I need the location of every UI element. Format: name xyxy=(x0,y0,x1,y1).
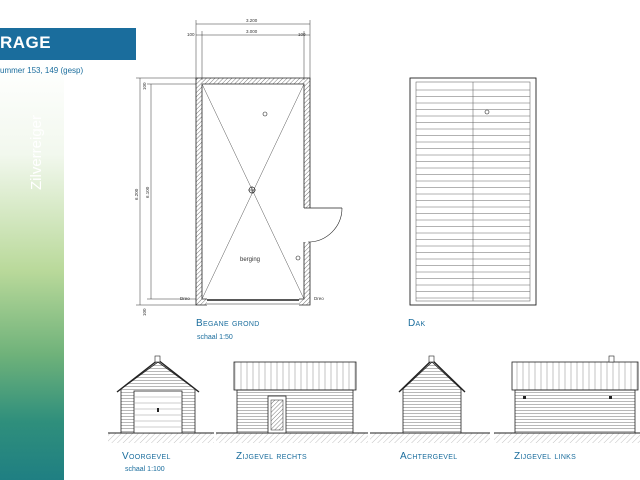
elevation-scale: schaal 1:100 xyxy=(125,466,165,473)
back-elevation xyxy=(370,355,490,443)
side-label-right: Dreo xyxy=(314,296,324,301)
page-title: RAGE xyxy=(0,33,52,52)
front-elevation-title: Voorgevel xyxy=(122,451,171,462)
ground-floor-scale: schaal 1:50 xyxy=(197,334,233,341)
dim-bottom-wall: 100 xyxy=(142,308,147,316)
ground-floor-title: Begane grond xyxy=(196,318,260,329)
title-banner xyxy=(0,28,136,60)
front-elevation xyxy=(108,355,214,443)
dim-wall-left: 100 xyxy=(187,32,195,37)
side-right-elevation xyxy=(216,361,368,443)
roof-plan xyxy=(409,77,537,306)
side-label-left: Dreo xyxy=(180,296,190,301)
sidebar-gradient xyxy=(0,62,64,480)
dim-top-wall: 100 xyxy=(142,82,147,90)
roof-title: Dak xyxy=(408,318,426,329)
dim-wall-right: 100 xyxy=(298,32,306,37)
light-point-icon xyxy=(262,111,268,117)
page-subtitle: ummer 153, 149 (gesp) xyxy=(0,66,84,75)
dim-inner-length: 6.100 xyxy=(145,186,150,198)
roof-vent-icon xyxy=(484,109,490,115)
dim-inner-width: 3.000 xyxy=(246,29,258,34)
switch-icon xyxy=(295,255,301,261)
dim-overall-length: 6.200 xyxy=(134,188,139,200)
ground-floor-plan: 3.200 3.000 100 100 100 6.200 6.100 100 … xyxy=(134,18,343,316)
room-label: berging xyxy=(240,257,260,263)
side-right-title: Zijgevel rechts xyxy=(236,451,307,462)
side-left-elevation xyxy=(494,355,640,443)
dim-overall-width: 3.200 xyxy=(246,18,258,23)
back-elevation-title: Achtergevel xyxy=(400,451,458,462)
side-left-title: Zijgevel links xyxy=(514,451,577,462)
